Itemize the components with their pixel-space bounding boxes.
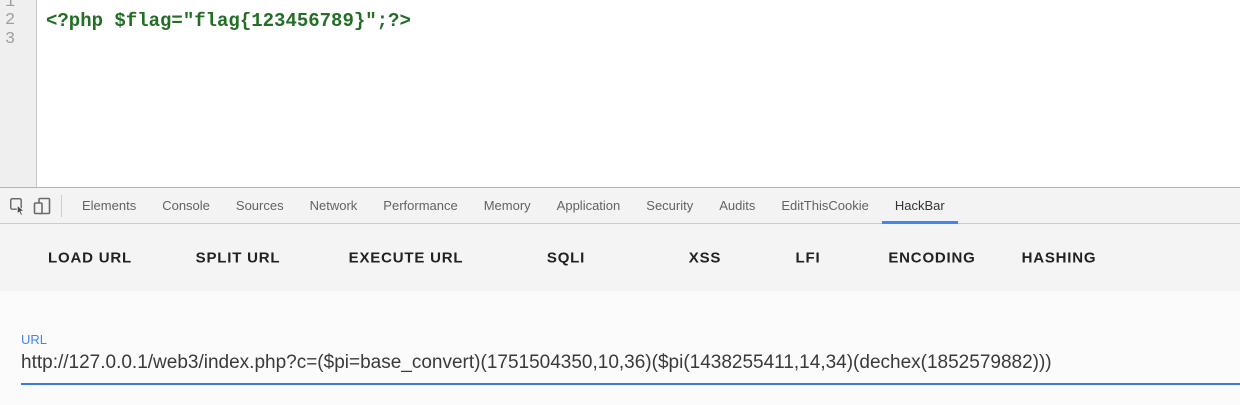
hackbar-button-row: LOAD URL SPLIT URL EXECUTE URL SQLI XSS … (0, 224, 1240, 291)
sqli-button[interactable]: SQLI (546, 249, 586, 266)
xss-button[interactable]: XSS (688, 249, 722, 266)
url-input[interactable] (21, 352, 1240, 374)
line-number: 3 (5, 29, 16, 49)
encoding-button[interactable]: ENCODING (888, 249, 976, 266)
devtools-tabbar: Elements Console Sources Network Perform… (0, 188, 1240, 224)
execute-url-button[interactable]: EXECUTE URL (348, 249, 464, 266)
tab-performance[interactable]: Performance (383, 198, 458, 213)
source-line: 3 (0, 30, 1240, 49)
tab-memory[interactable]: Memory (483, 198, 531, 213)
hackbar-url-section: URL (0, 291, 1240, 405)
inspect-element-icon[interactable] (6, 194, 30, 218)
url-field-underline (21, 352, 1240, 385)
tab-application[interactable]: Application (556, 198, 621, 213)
url-field-label: URL (21, 332, 48, 347)
line-number: 2 (5, 11, 16, 31)
line-number: 1 (5, 0, 16, 12)
toolbar-divider (61, 194, 62, 217)
tab-console[interactable]: Console (162, 198, 210, 213)
tab-network[interactable]: Network (309, 198, 358, 213)
tab-security[interactable]: Security (646, 198, 694, 213)
tab-elements[interactable]: Elements (82, 198, 137, 213)
hashing-button[interactable]: HASHING (1021, 249, 1097, 266)
tab-editthiscookie[interactable]: EditThisCookie (781, 198, 869, 213)
tab-sources[interactable]: Sources (235, 198, 284, 213)
page-source-view: 1 2 <?php $flag="flag{123456789}";?> 3 (0, 0, 1240, 187)
source-line: 2 <?php $flag="flag{123456789}";?> (0, 9, 1240, 32)
tab-audits[interactable]: Audits (719, 198, 756, 213)
load-url-button[interactable]: LOAD URL (48, 249, 132, 266)
source-code-text: <?php $flag="flag{123456789}";?> (46, 9, 411, 32)
split-url-button[interactable]: SPLIT URL (195, 249, 281, 266)
devtools-panel: Elements Console Sources Network Perform… (0, 187, 1240, 405)
toggle-device-toolbar-icon[interactable] (30, 194, 54, 218)
tab-hackbar[interactable]: HackBar (881, 188, 958, 224)
lfi-button[interactable]: LFI (795, 249, 821, 266)
line-number-gutter (0, 0, 37, 187)
source-line: 1 (0, 0, 1240, 12)
